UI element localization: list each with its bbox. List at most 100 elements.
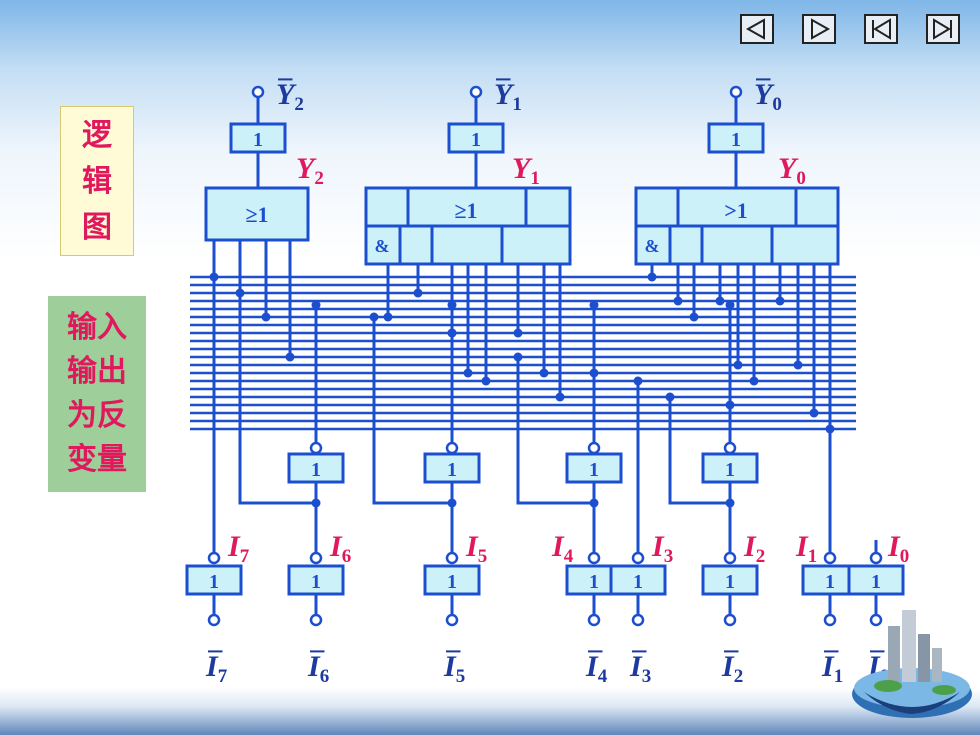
input-label-i4-text: I4 [551, 530, 574, 567]
not-gate-label: 1 [311, 459, 321, 481]
not-gate [609, 564, 667, 596]
junction-dot [689, 312, 699, 322]
input-label-i0: I0 [887, 530, 909, 567]
loop-wire [238, 293, 316, 505]
junction-dot [589, 498, 599, 508]
io-inverted-label-line: 为反 [67, 398, 127, 433]
first-slide-button[interactable] [864, 14, 898, 44]
input-label-i2-text: I2 [743, 530, 765, 567]
input-label-i1-text: I1 [795, 530, 817, 567]
junction-dot [555, 392, 565, 402]
io-inverted-label-line: 输入 [67, 310, 127, 345]
inversion-bubble [723, 551, 737, 565]
junction-dot [725, 300, 735, 310]
inversion-bubble [723, 613, 737, 627]
io-inverted-label-line: 变量 [67, 442, 127, 477]
not-gate-label: 1 [725, 459, 735, 481]
junction-dot [481, 376, 491, 386]
junction-dot [633, 376, 643, 386]
input-label-i5-text: I5 [465, 530, 487, 567]
intermediate-label-y2: Y2 [296, 152, 324, 189]
logic-diagram-label: 逻 辑 图 [60, 106, 134, 256]
inversion-bubble [207, 551, 221, 565]
skip-last-icon [933, 18, 951, 40]
not-gate [701, 564, 759, 596]
inversion-bubble [631, 613, 645, 627]
or-gate-y2 [204, 186, 310, 242]
junction-dot [285, 352, 295, 362]
inversion-bubble [251, 85, 265, 99]
not-gate [287, 564, 345, 596]
inversion-bubble [445, 551, 459, 565]
intermediate-label-y1: Y1 [512, 152, 540, 189]
not-gate-label: 1 [447, 459, 457, 481]
inversion-bubble [309, 551, 323, 565]
input-label-i4: I4 [551, 530, 574, 567]
inversion-bubble [309, 613, 323, 627]
input-label-i3: I3 [651, 530, 673, 567]
junction-dot [809, 408, 819, 418]
junction-dot [311, 498, 321, 508]
io-inverted-label: 输入 输出 为反 变量 [48, 296, 146, 492]
junction-dot [513, 328, 523, 338]
junction-dot [589, 368, 599, 378]
inverted-input-label-i5-bar-text: I5 [443, 650, 465, 687]
input-label-i3-text: I3 [651, 530, 673, 567]
not-gate-label: 1 [209, 571, 219, 593]
junction-dot [383, 312, 393, 322]
junction-dot [369, 312, 379, 322]
inversion-bubble [445, 613, 459, 627]
inverted-input-label-i6-bar: I6 [307, 650, 329, 687]
inverted-input-label-i7-bar: I7 [205, 650, 228, 687]
inverted-input-label-i5-bar: I5 [443, 650, 465, 687]
junction-dot [447, 300, 457, 310]
inverted-input-label-i1-bar: I1 [821, 650, 843, 687]
not-gate-label: 1 [311, 571, 321, 593]
junction-dot [673, 296, 683, 306]
junction-dot [413, 288, 423, 298]
junction-dot [733, 360, 743, 370]
junction-dot [725, 498, 735, 508]
or-gate-y0-label: >1 [724, 198, 748, 223]
input-label-i1: I1 [795, 530, 817, 567]
junction-dot [715, 296, 725, 306]
inversion-bubble [587, 441, 601, 455]
not-gate-label: 1 [871, 571, 881, 593]
output-label-y1-bar: Y1 [494, 78, 522, 115]
junction-dot [775, 296, 785, 306]
not-gate [565, 452, 623, 484]
not-gate-label: 1 [633, 571, 643, 593]
inversion-bubble [469, 85, 483, 99]
output-label-y2-bar-text: Y2 [276, 78, 304, 115]
input-label-i0-text: I0 [887, 530, 909, 567]
inverted-input-label-i2-bar: I2 [721, 650, 743, 687]
junction-dot [261, 312, 271, 322]
io-inverted-label-line: 输出 [67, 354, 127, 389]
junction-dot [447, 328, 457, 338]
not-gate-label: 1 [725, 571, 735, 593]
next-slide-button[interactable] [802, 14, 836, 44]
intermediate-label-y1-text: Y1 [512, 152, 540, 189]
junction-dot [647, 272, 657, 282]
junction-dot [589, 300, 599, 310]
prev-slide-button[interactable] [740, 14, 774, 44]
loop-wire [516, 357, 594, 505]
inversion-bubble [823, 613, 837, 627]
inverted-input-label-i3-bar-text: I3 [629, 650, 651, 687]
junction-dot [725, 400, 735, 410]
last-slide-button[interactable] [926, 14, 960, 44]
junction-dot [793, 360, 803, 370]
input-label-i7-text: I7 [227, 530, 250, 567]
inversion-bubble [207, 613, 221, 627]
not-gate [447, 122, 505, 154]
not-gate-label: 1 [447, 571, 457, 593]
logic-diagram-label-char: 辑 [82, 164, 112, 199]
or-gate-y2-label: ≥1 [245, 202, 268, 227]
inversion-bubble [587, 613, 601, 627]
city-globe-logo [852, 610, 972, 718]
not-gate-label: 1 [825, 571, 835, 593]
not-gate-label: 1 [471, 129, 481, 151]
inversion-bubble [631, 551, 645, 565]
logic-diagram-label-char: 图 [82, 210, 112, 245]
inverted-input-label-i6-bar-text: I6 [307, 650, 329, 687]
